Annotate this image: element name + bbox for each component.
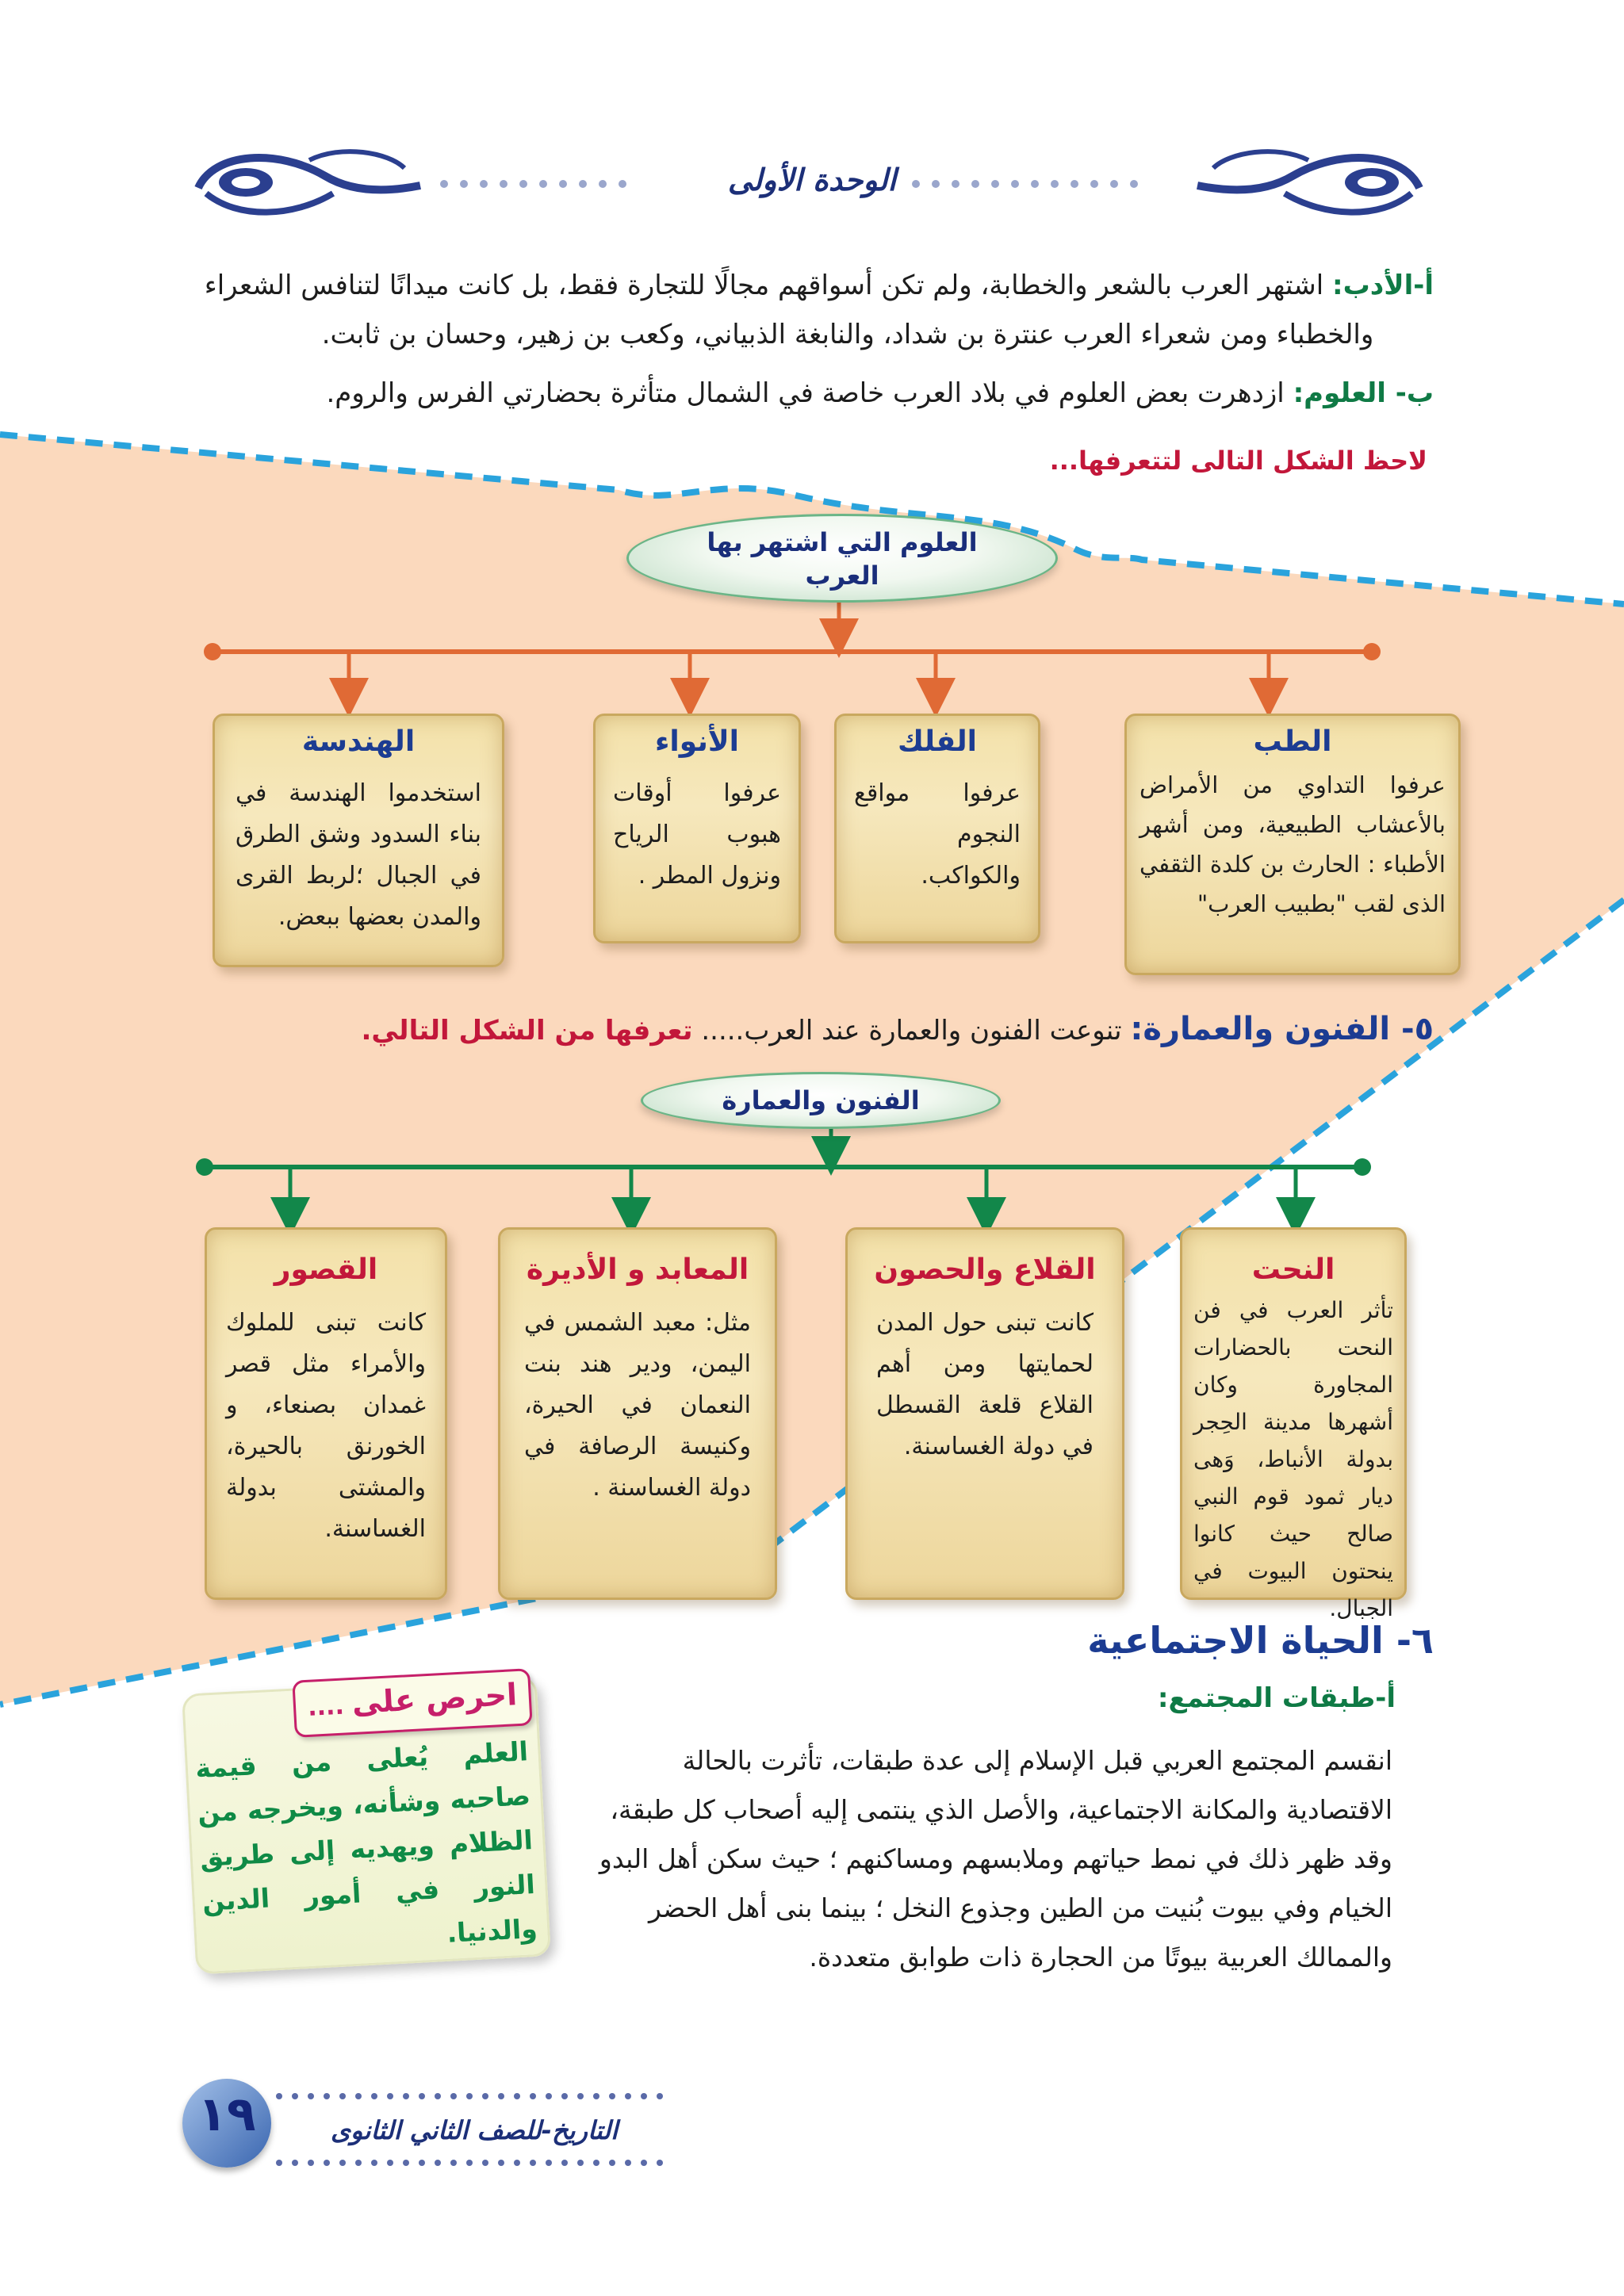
literature-text1: اشتهر العرب بالشعر والخطابة، ولم تكن أسو… xyxy=(204,270,1333,301)
sciences-root-line2: العرب xyxy=(805,561,879,591)
card-astronomy: الفلك عرفوا مواقع النجوم والكواكب. xyxy=(834,714,1040,943)
card-astronomy-text: عرفوا مواقع النجوم والكواكب. xyxy=(854,779,1021,890)
card-medicine-text: عرفوا التداوي من الأمراض بالأعشاب الطبيع… xyxy=(1139,771,1446,917)
card-palaces: القصور كانت تبنى للملوك والأمراء مثل قصر… xyxy=(205,1227,447,1600)
social-line-2: الاقتصادية والمكانة الاجتماعية، والأصل ا… xyxy=(610,1794,1392,1825)
card-sculpture-title: النحت xyxy=(1251,1253,1335,1286)
right-header-ornament xyxy=(912,149,1423,216)
arts-section-cta: تعرفها من الشكل التالي. xyxy=(361,1015,693,1047)
footer-dots xyxy=(276,2093,663,2166)
social-title: ٦- الحياة الاجتماعية xyxy=(1087,1619,1434,1662)
sciences-root-line1: العلوم التي اشتهر بها xyxy=(707,527,978,557)
card-astronomy-title: الفلك xyxy=(898,725,977,758)
arts-root-label: الفنون والعمارة xyxy=(722,1085,920,1115)
card-sculpture-text: تأثر العرب في فن النحت بالحضارات المجاور… xyxy=(1193,1297,1393,1621)
social-line-3: وقد ظهر ذلك في نمط حياتهم وملابسهم ومساك… xyxy=(599,1843,1392,1874)
card-temples-title: المعابد و الأديرة xyxy=(526,1253,749,1286)
social-line-4: الخيام وفي بيوت بُنيت من الطين وجذوع الن… xyxy=(648,1892,1392,1923)
observe-prompt: لاحظ الشكل التالى لتتعرفها... xyxy=(1049,446,1427,476)
note-text: العلم يُعلى من قيمة صاحبه وشأنه، ويخرجه … xyxy=(194,1735,538,1949)
arts-diagram-connectors xyxy=(196,1126,1371,1237)
social-line-1: انقسم المجتمع العربي قبل الإسلام إلى عدة… xyxy=(682,1745,1392,1776)
page-number-badge xyxy=(182,2079,271,2168)
footer-book-title: التاريخ-للصف الثاني الثانوى xyxy=(331,2115,618,2145)
card-castles: القلاع والحصون كانت تبنى حول المدن لحماي… xyxy=(845,1227,1124,1600)
card-temples: المعابد و الأديرة مثل: معبد الشمس في الي… xyxy=(498,1227,777,1600)
literature-label: أ-الأدب: xyxy=(1332,270,1434,301)
left-header-ornament xyxy=(194,149,626,216)
card-palaces-text: كانت تبنى للملوك والأمراء مثل قصر غمدان … xyxy=(226,1309,426,1543)
arts-section-label: ٥- الفنون والعمارة: xyxy=(1130,1011,1434,1047)
card-weather-title: الأنواء xyxy=(655,725,739,758)
card-castles-text: كانت تبنى حول المدن لحمايتها ومن أهم الق… xyxy=(876,1309,1094,1460)
sciences-line: ب- العلوم: ازدهرت بعض العلوم في بلاد الع… xyxy=(190,369,1434,417)
sciences-diagram-connectors xyxy=(204,599,1381,718)
top-dashed-border xyxy=(0,431,1624,607)
card-weather: الأنواء عرفوا أوقات هبوب الرياح ونزول ال… xyxy=(593,714,801,943)
social-line-5: والممالك العربية بيوتًا من الحجارة ذات ط… xyxy=(809,1942,1392,1973)
literature-text2: والخطباء ومن شعراء العرب عنترة بن شداد، … xyxy=(321,319,1374,350)
arts-section-text: تنوعت الفنون والعمارة عند العرب..... xyxy=(692,1015,1131,1047)
sciences-label: ب- العلوم: xyxy=(1293,377,1434,409)
card-temples-text: مثل: معبد الشمس في اليمن، ودير هند بنت ا… xyxy=(524,1309,751,1502)
bottom-dashed-border xyxy=(0,897,1624,1708)
card-medicine-title: الطب xyxy=(1253,725,1332,758)
sciences-text: ازدهرت بعض العلوم في بلاد العرب خاصة في … xyxy=(326,377,1293,409)
card-medicine: الطب عرفوا التداوي من الأمراض بالأعشاب ا… xyxy=(1124,714,1461,975)
card-engineering: الهندسة استخدموا الهندسة في بناء السدود … xyxy=(213,714,504,967)
card-weather-text: عرفوا أوقات هبوب الرياح ونزول المطر . xyxy=(613,779,781,890)
card-engineering-text: استخدموا الهندسة في بناء السدود وشق الطر… xyxy=(236,779,481,931)
card-sculpture: النحت تأثر العرب في فن النحت بالحضارات ا… xyxy=(1180,1227,1407,1621)
page-number: ١٩ xyxy=(197,2087,256,2142)
social-subtitle: أ-طبقات المجتمع: xyxy=(1157,1682,1396,1714)
sciences-root-oval: العلوم التي اشتهر بها العرب xyxy=(626,514,1058,603)
arts-section-line: ٥- الفنون والعمارة: تنوعت الفنون والعمار… xyxy=(189,1005,1434,1054)
note-dots: .... xyxy=(307,1692,354,1722)
unit-title: الوحدة الأولى xyxy=(727,163,897,197)
card-engineering-title: الهندسة xyxy=(301,725,416,758)
card-castles-title: القلاع والحصون xyxy=(874,1253,1096,1286)
card-palaces-title: القصور xyxy=(274,1253,378,1286)
arts-root-oval: الفنون والعمارة xyxy=(641,1072,1001,1129)
literature-line1: أ-الأدب: اشتهر العرب بالشعر والخطابة، ول… xyxy=(190,262,1434,309)
social-paragraph: انقسم المجتمع العربي قبل الإسلام إلى عدة… xyxy=(596,1736,1392,1982)
